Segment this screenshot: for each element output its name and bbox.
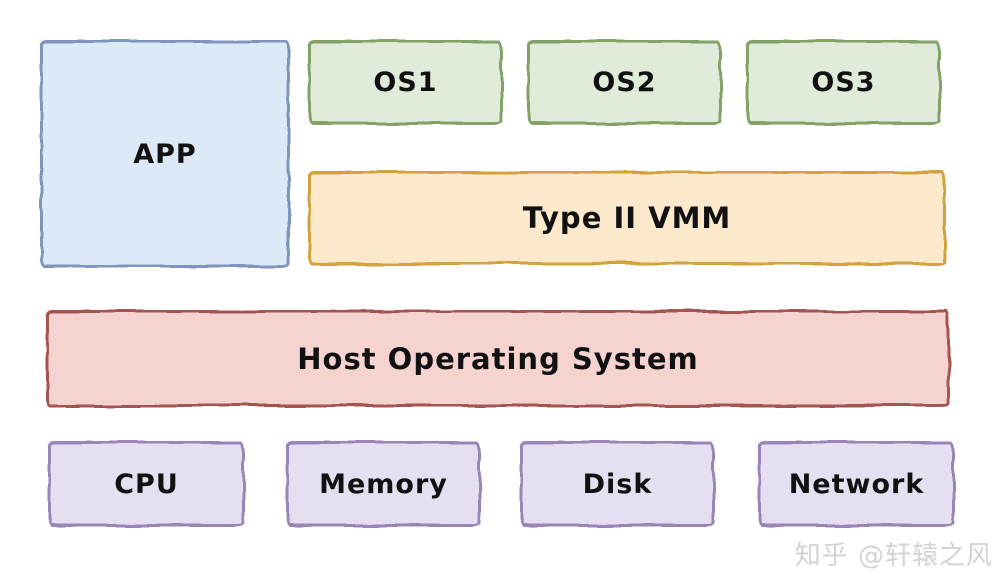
box-os2: OS2 <box>527 40 722 125</box>
watermark: 知乎 @轩辕之风 <box>795 535 993 572</box>
box-memory: Memory <box>286 441 481 527</box>
box-cpu: CPU <box>48 441 245 527</box>
box-disk-label: Disk <box>582 468 653 500</box>
box-os3: OS3 <box>746 40 941 125</box>
box-cpu-label: CPU <box>114 468 179 500</box>
watermark-text: 知乎 @轩辕之风 <box>794 541 993 571</box>
box-type2-vmm: Type II VMM <box>308 171 946 265</box>
box-os1-label: OS1 <box>373 67 438 98</box>
box-app-label: APP <box>133 138 197 170</box>
box-host-os: Host Operating System <box>46 310 950 407</box>
box-type2-vmm-label: Type II VMM <box>522 201 732 235</box>
box-os1: OS1 <box>308 40 503 125</box>
box-memory-label: Memory <box>319 468 448 500</box>
box-host-os-label: Host Operating System <box>297 341 699 376</box>
box-network: Network <box>758 441 955 527</box>
box-disk: Disk <box>520 441 715 527</box>
box-network-label: Network <box>788 468 925 500</box>
box-app: APP <box>40 40 290 268</box>
box-os2-label: OS2 <box>592 67 657 98</box>
box-os3-label: OS3 <box>811 67 876 98</box>
